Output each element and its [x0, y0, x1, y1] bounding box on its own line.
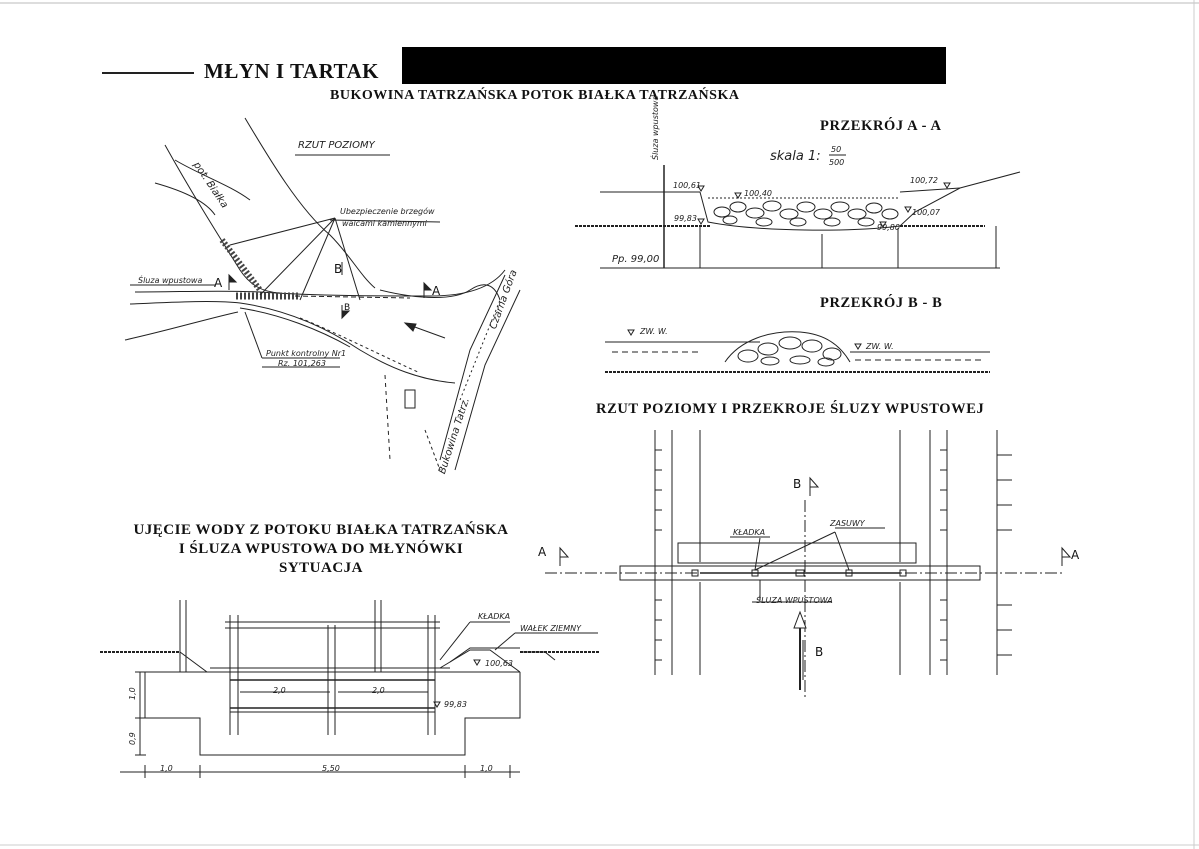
redaction-bar	[402, 47, 946, 84]
intake-level-top: 100,63	[485, 659, 513, 668]
intake-level-bottom: 99,83	[444, 700, 467, 709]
aa-level-2: 100,40	[744, 189, 772, 198]
bank-note-line1: Ubezpieczenie brzegów	[340, 207, 435, 216]
intake-title-line2: I ŚLUZA WPUSTOWA DO MŁYNÓWKI	[178, 541, 464, 557]
intake-dim-right: 1,0	[480, 764, 493, 773]
sluice-plan-footbridge: KŁADKA	[733, 528, 766, 537]
aa-level-1: 100,61	[673, 181, 701, 190]
bank-note-line2: walcami kamiennymi	[342, 219, 427, 228]
intake-embankment: WAŁEK ZIEMNY	[520, 624, 581, 633]
aa-datum: Pp. 99,00	[612, 254, 660, 265]
plan-mark-a-left: A	[214, 276, 223, 290]
sluice-plan-sluice: ŚLUZA WPUSTOWA	[756, 596, 833, 605]
intake-title-line1: UJĘCIE WODY Z POTOKU BIAŁKA TATRZAŃSKA	[133, 522, 509, 538]
sluice-mark-a-right: A	[1071, 548, 1080, 562]
intake-dim-span-2: 2,0	[372, 686, 385, 695]
sluice-mark-a-left: A	[538, 545, 547, 559]
plan-sluice-label: Śluza wpustowa	[138, 276, 203, 285]
bb-water-left: ZW. W.	[640, 327, 668, 336]
title-rule	[102, 72, 194, 74]
aa-level-6: 99,80	[877, 223, 900, 232]
intake-dim-left: 1,0	[160, 764, 173, 773]
aa-level-5: 100,07	[912, 208, 940, 217]
plan-heading: RZUT POZIOMY	[298, 140, 375, 151]
sluice-mark-b-bottom: B	[815, 645, 824, 659]
section-aa-scale-den: 500	[829, 158, 845, 167]
sluice-plan-gates: ZASUWY	[830, 519, 865, 528]
section-aa-scale-prefix: skala 1:	[770, 149, 821, 164]
intake-dim-height-2: 0,9	[128, 732, 137, 745]
sheet-title: MŁYN I TARTAK	[204, 59, 379, 83]
section-aa-scale-num: 50	[831, 145, 842, 154]
control-point-line2: Rz. 101,263	[278, 359, 326, 368]
aa-level-3: 100,72	[910, 176, 938, 185]
intake-dim-height-1: 1,0	[128, 687, 137, 700]
sluice-plan-title: RZUT POZIOMY I PRZEKROJE ŚLUZY WPUSTOWEJ	[596, 401, 985, 417]
section-aa-title: PRZEKRÓJ A - A	[820, 118, 942, 134]
sluice-mark-b-top: B	[793, 477, 802, 491]
bb-water-right: ZW. W.	[866, 342, 894, 351]
section-bb-title: PRZEKRÓJ B - B	[820, 295, 943, 311]
intake-title: UJĘCIE WODY Z POTOKU BIAŁKA TATRZAŃSKA I…	[118, 521, 524, 578]
intake-dim-total: 5,50	[322, 764, 340, 773]
intake-dim-span-1: 2,0	[273, 686, 286, 695]
sheet-subtitle: BUKOWINA TATRZAŃSKA POTOK BIAŁKA TATRZAŃ…	[330, 88, 740, 103]
intake-footbridge: KŁADKA	[478, 612, 511, 621]
aa-level-4: 99,83	[674, 214, 697, 223]
plan-mark-b-bottom: B	[344, 303, 351, 313]
control-point-line1: Punkt kontrolny Nr1	[266, 349, 347, 358]
plan-mark-b-top: B	[334, 262, 343, 276]
plan-mark-a-right: A	[432, 284, 441, 298]
intake-title-line3: SYTUACJA	[278, 560, 363, 576]
